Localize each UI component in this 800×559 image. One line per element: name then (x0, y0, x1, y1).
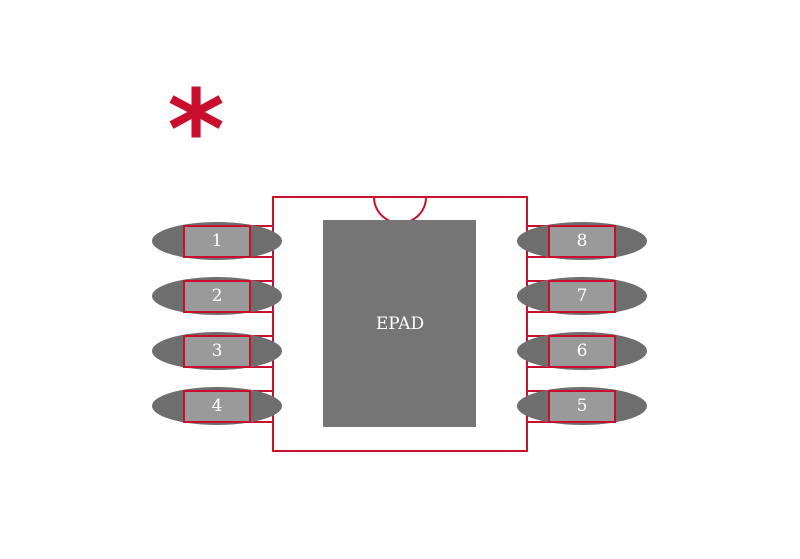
pin-1: 1 (152, 222, 282, 260)
pad (548, 390, 616, 423)
pin-label: 1 (212, 231, 223, 251)
pad (548, 280, 616, 313)
pad (548, 225, 616, 258)
pin-5: 5 (517, 387, 647, 425)
pin-label: 6 (577, 341, 588, 361)
pin-4: 4 (152, 387, 282, 425)
pin-label: 2 (212, 286, 223, 306)
pin1-marker: * (167, 66, 225, 194)
epad (323, 220, 476, 427)
pad (183, 335, 251, 368)
package-outline (272, 196, 528, 452)
epad-label: EPAD (376, 314, 424, 334)
pin-label: 3 (212, 341, 223, 361)
pin1-notch (373, 196, 427, 224)
pin-7: 7 (517, 277, 647, 315)
pin-2: 2 (152, 277, 282, 315)
pin-6: 6 (517, 332, 647, 370)
pin-label: 4 (212, 396, 223, 416)
pad (183, 280, 251, 313)
pin-3: 3 (152, 332, 282, 370)
pad (548, 335, 616, 368)
pad (183, 225, 251, 258)
pin-label: 7 (577, 286, 588, 306)
pad (183, 390, 251, 423)
pin-8: 8 (517, 222, 647, 260)
pin-label: 5 (577, 396, 588, 416)
pin-label: 8 (577, 231, 588, 251)
